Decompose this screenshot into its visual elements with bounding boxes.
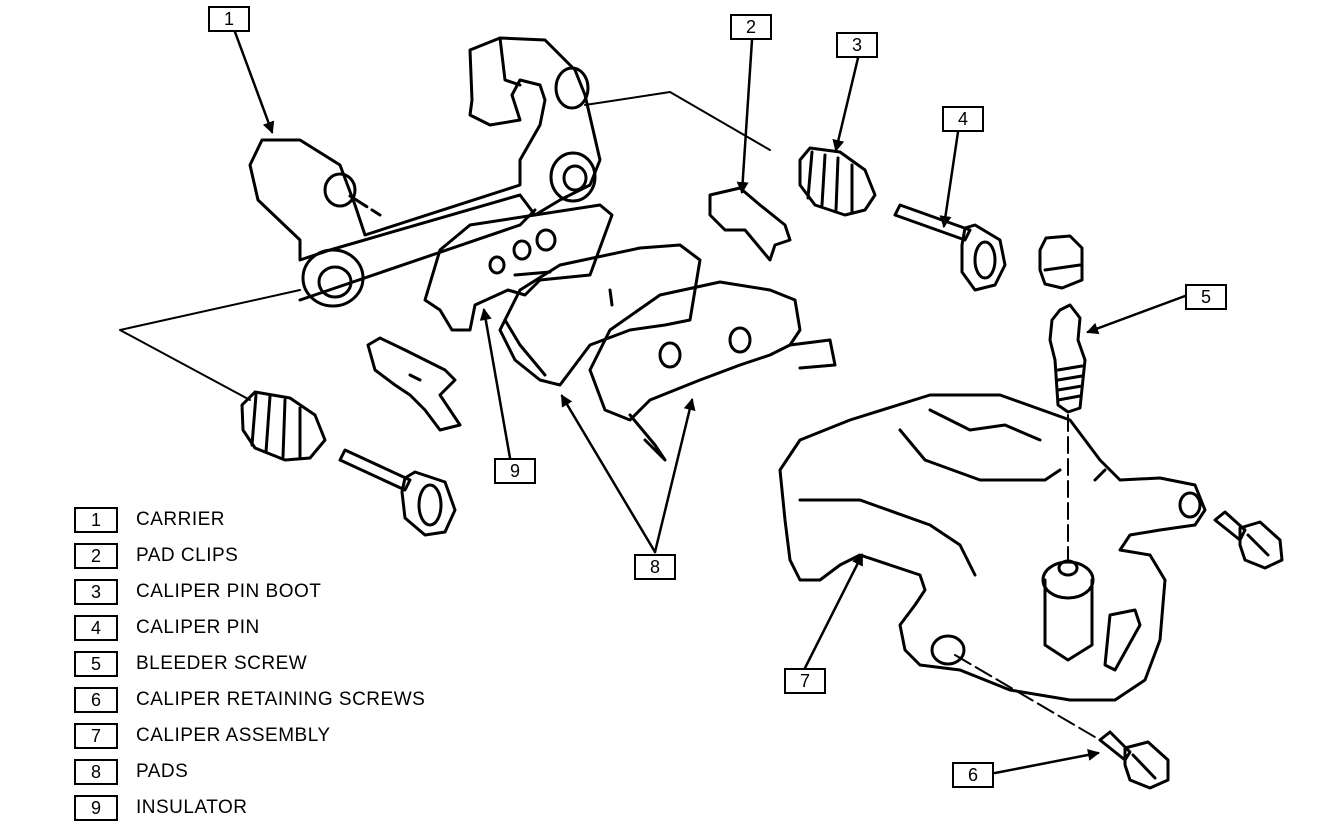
legend-row-pad-clips: 2 PAD CLIPS — [74, 538, 425, 574]
carrier-pin-line — [348, 194, 382, 217]
legend-number: 1 — [74, 507, 118, 533]
pad-clip-upper — [708, 186, 792, 262]
leader-2 — [736, 38, 754, 194]
bleeder-screw — [1048, 303, 1087, 414]
insulator-part — [423, 203, 614, 332]
legend-label: CARRIER — [136, 509, 226, 530]
retaining-screw-lower — [1098, 730, 1170, 790]
guide-line-left — [119, 289, 301, 401]
callout-4: 4 — [942, 106, 984, 132]
callout-7: 7 — [784, 668, 826, 694]
legend-row-caliper-pin-boot: 3 CALIPER PIN BOOT — [74, 574, 425, 610]
leader-3 — [832, 56, 860, 152]
screw-guide-line — [954, 654, 1101, 741]
legend-number: 3 — [74, 579, 118, 605]
leader-8b — [653, 398, 696, 554]
leader-lines — [233, 30, 1187, 775]
legend-number: 8 — [74, 759, 118, 785]
legend-row-bleeder-screw: 5 BLEEDER SCREW — [74, 646, 425, 682]
leader-4 — [939, 130, 960, 228]
legend-row-caliper-assembly: 7 CALIPER ASSEMBLY — [74, 718, 425, 754]
legend-label: CALIPER RETAINING SCREWS — [136, 689, 426, 710]
legend-number: 9 — [74, 795, 118, 821]
legend-number: 7 — [74, 723, 118, 749]
pad-inner — [498, 243, 702, 387]
callout-1: 1 — [208, 6, 250, 32]
bleeder-cap — [1038, 234, 1084, 290]
leader-9 — [479, 308, 512, 460]
caliper-pin-boot-upper — [798, 146, 877, 217]
legend-row-caliper-retaining-screws: 6 CALIPER RETAINING SCREWS — [74, 682, 425, 718]
leader-5 — [1086, 294, 1187, 335]
leader-6 — [993, 749, 1100, 775]
legend-label: CALIPER PIN — [136, 617, 260, 638]
legend-label: PADS — [136, 761, 189, 782]
callout-9: 9 — [494, 458, 536, 484]
carrier-part — [248, 36, 602, 308]
legend-label: CALIPER ASSEMBLY — [136, 725, 331, 746]
callout-5: 5 — [1185, 284, 1227, 310]
legend-number: 6 — [74, 687, 118, 713]
legend-number: 2 — [74, 543, 118, 569]
legend-row-pads: 8 PADS — [74, 754, 425, 790]
callout-6: 6 — [952, 762, 994, 788]
leader-7 — [803, 553, 864, 670]
legend-label: CALIPER PIN BOOT — [136, 581, 322, 602]
legend: 1 CARRIER 2 PAD CLIPS 3 CALIPER PIN BOOT… — [74, 502, 425, 826]
guide-line-upper — [584, 91, 771, 151]
caliper-pin-lower — [338, 448, 457, 537]
pad-clip-lower — [366, 336, 462, 432]
callout-8: 8 — [634, 554, 676, 580]
callout-2: 2 — [730, 14, 772, 40]
legend-row-carrier: 1 CARRIER — [74, 502, 425, 538]
caliper-pin-boot-lower — [240, 390, 327, 462]
legend-number: 5 — [74, 651, 118, 677]
legend-row-caliper-pin: 4 CALIPER PIN — [74, 610, 425, 646]
legend-label: INSULATOR — [136, 797, 248, 818]
pad-outer — [588, 280, 837, 462]
legend-label: BLEEDER SCREW — [136, 653, 308, 674]
caliper-pin-upper — [893, 203, 1007, 292]
retaining-screw-upper — [1213, 510, 1284, 570]
leader-1 — [233, 30, 275, 134]
callout-3: 3 — [836, 32, 878, 58]
legend-number: 4 — [74, 615, 118, 641]
legend-label: PAD CLIPS — [136, 545, 239, 566]
caliper-assembly-part — [778, 393, 1207, 702]
leader-8a — [560, 394, 657, 554]
legend-row-insulator: 9 INSULATOR — [74, 790, 425, 826]
